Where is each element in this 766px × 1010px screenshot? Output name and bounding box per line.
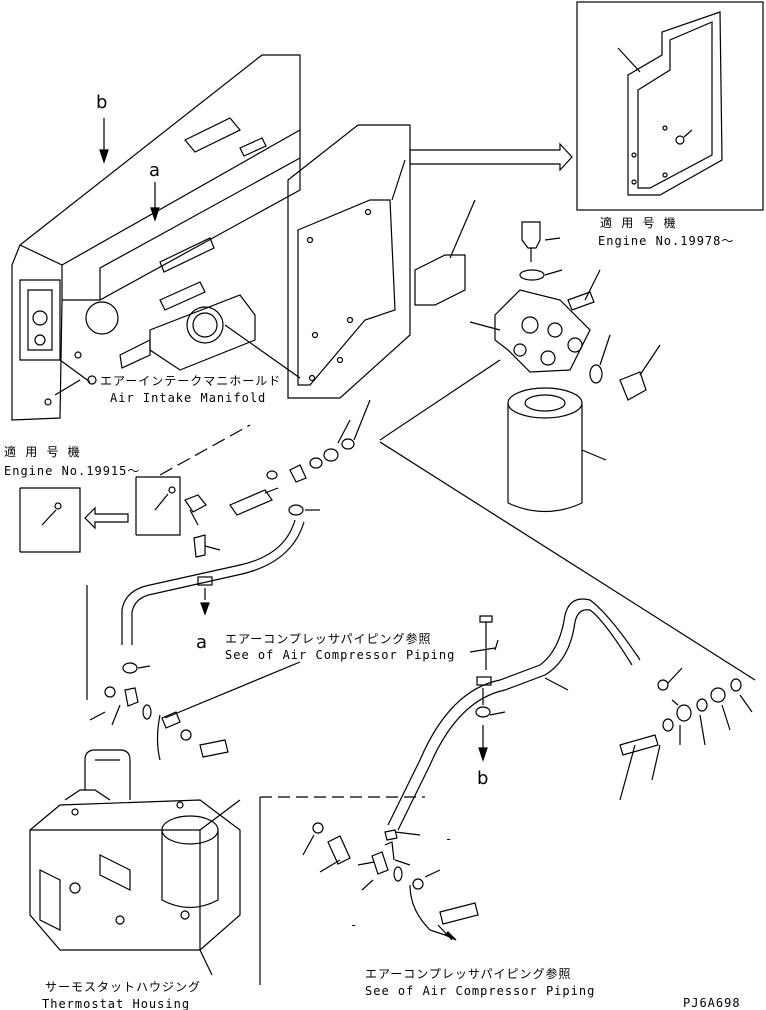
engine-block [11,54,301,421]
ref-letter-b-top: b [96,92,108,113]
arrow-to-detail-1 [409,142,573,172]
left-fittings [86,585,301,761]
ref-letter-a-mid: a [196,632,208,653]
air-intake-label-en: Air Intake Manifold [110,391,267,405]
thermostat-label-en: Thermostat Housing [42,997,191,1010]
dash-mark-2: - [350,918,359,932]
air-compressor-label-jp-2: エアーコンプレッサパイピング参照 [365,967,572,981]
air-intake-label-jp: エアーインテークマニホールド [100,374,282,388]
engine-no-19978: Engine No.19978～ [598,234,735,248]
banjo-bolt-assembly [184,399,371,526]
sensor-fitting-top [519,221,601,311]
ref-letter-b-mid: b [477,768,489,789]
drawing-code: PJ6A698 [683,996,741,1010]
dash-mark-1: - [445,832,454,846]
lower-fittings [259,796,479,985]
oil-tube-left [121,504,320,645]
ref-arrow-a-top [150,182,160,222]
applicability-jp-1: 適 用 号 機 [600,216,677,230]
detail-box-19978 [576,1,764,211]
applicability-jp-2: 適 用 号 機 [4,445,81,459]
right-fittings [619,667,753,801]
oil-tube-right [387,598,641,831]
detail-box-19915 [19,476,181,553]
air-compressor-label-en-2: See of Air Compressor Piping [365,984,596,998]
sensor-fitting-right [589,334,661,401]
engine-no-19915: Engine No.19915～ [4,464,141,478]
air-compressor-label-jp-1: エアーコンプレッサパイピング参照 [225,632,432,646]
filter-head [379,289,591,441]
ref-arrow-b-top [99,118,109,164]
small-plate [414,199,476,306]
ref-letter-a-top: a [149,160,161,181]
air-compressor-label-en-1: See of Air Compressor Piping [225,648,456,662]
oil-filter [507,387,607,512]
thermostat-housing [29,749,241,976]
gasket-plate [287,124,411,399]
thermostat-label-jp: サーモスタットハウジング [45,980,202,994]
